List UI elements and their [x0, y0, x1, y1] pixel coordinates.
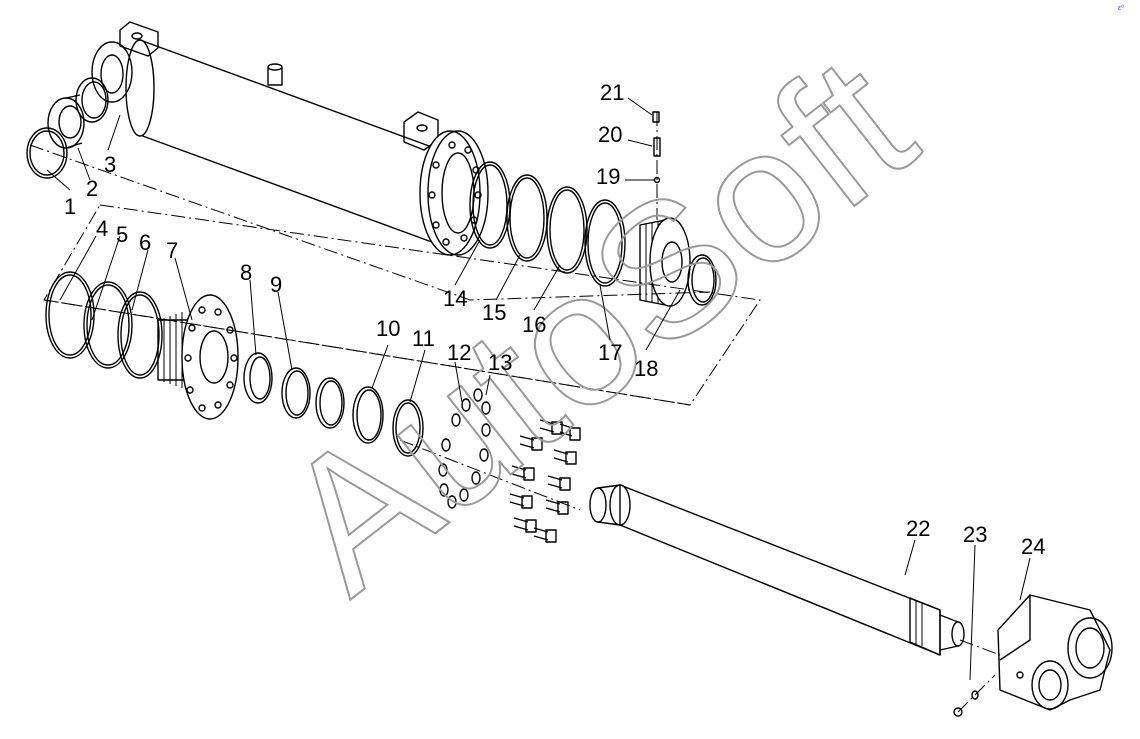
seal-18: [687, 254, 717, 306]
callout-9: 9: [270, 272, 282, 297]
callout-21: 21: [600, 80, 624, 105]
callout-23: 23: [963, 522, 987, 547]
seal-15: [506, 174, 548, 262]
seal-11: [392, 399, 424, 457]
seal-16: [546, 186, 588, 274]
center-axis-lines: [29, 144, 1001, 656]
bolts-13: [509, 419, 581, 543]
gland-head-7: [157, 294, 239, 420]
callout-3: 3: [104, 152, 116, 177]
callout-11: 11: [412, 326, 435, 351]
callout-18: 18: [634, 356, 658, 381]
callout-6: 6: [139, 230, 151, 255]
washers-12: [438, 388, 491, 509]
grease-nipple-23: [953, 690, 979, 717]
callout-12: 12: [447, 340, 471, 365]
callout-22: 22: [906, 516, 930, 541]
seal-14: [469, 161, 511, 249]
callout-16: 16: [522, 312, 546, 337]
callout-leaders: [46, 97, 1031, 681]
seal-8: [243, 352, 273, 404]
piston-rod-22: [589, 484, 965, 656]
seal-9: [281, 367, 311, 419]
rod-eye-24: [997, 594, 1113, 711]
callout-7: 7: [166, 238, 178, 263]
callout-17: 17: [598, 340, 622, 365]
o-rings-4-5-6: [45, 271, 163, 379]
callout-20: 20: [598, 122, 622, 147]
bushing-2: [47, 94, 85, 149]
seal-3: [75, 77, 109, 123]
callout-2: 2: [86, 176, 98, 201]
callout-labels: 1 2 3 4 5 6 7 8 9 10 11 12 13 14 15 16 1…: [64, 80, 1045, 559]
callout-15: 15: [482, 300, 506, 325]
retaining-ring-1: [26, 127, 68, 179]
callout-14: 14: [443, 286, 467, 311]
callout-1: 1: [64, 194, 76, 219]
callout-4: 4: [96, 216, 108, 241]
piston: [639, 217, 691, 307]
seal-10: [352, 386, 384, 444]
callout-13: 13: [488, 350, 512, 375]
nipple-axis-line: [957, 674, 996, 713]
seal-17: [584, 199, 626, 287]
corner-logo-mark: ε⁰: [1118, 4, 1124, 12]
callout-19: 19: [596, 164, 620, 189]
callout-10: 10: [376, 316, 400, 341]
set-screw-21: [652, 111, 660, 123]
callout-24: 24: [1021, 534, 1045, 559]
callout-5: 5: [116, 222, 128, 247]
seal-wiper: [315, 377, 345, 429]
autosoft-watermark: AutoSoft: [245, 17, 950, 633]
callout-8: 8: [240, 260, 252, 285]
cylinder-barrel: [91, 21, 489, 256]
